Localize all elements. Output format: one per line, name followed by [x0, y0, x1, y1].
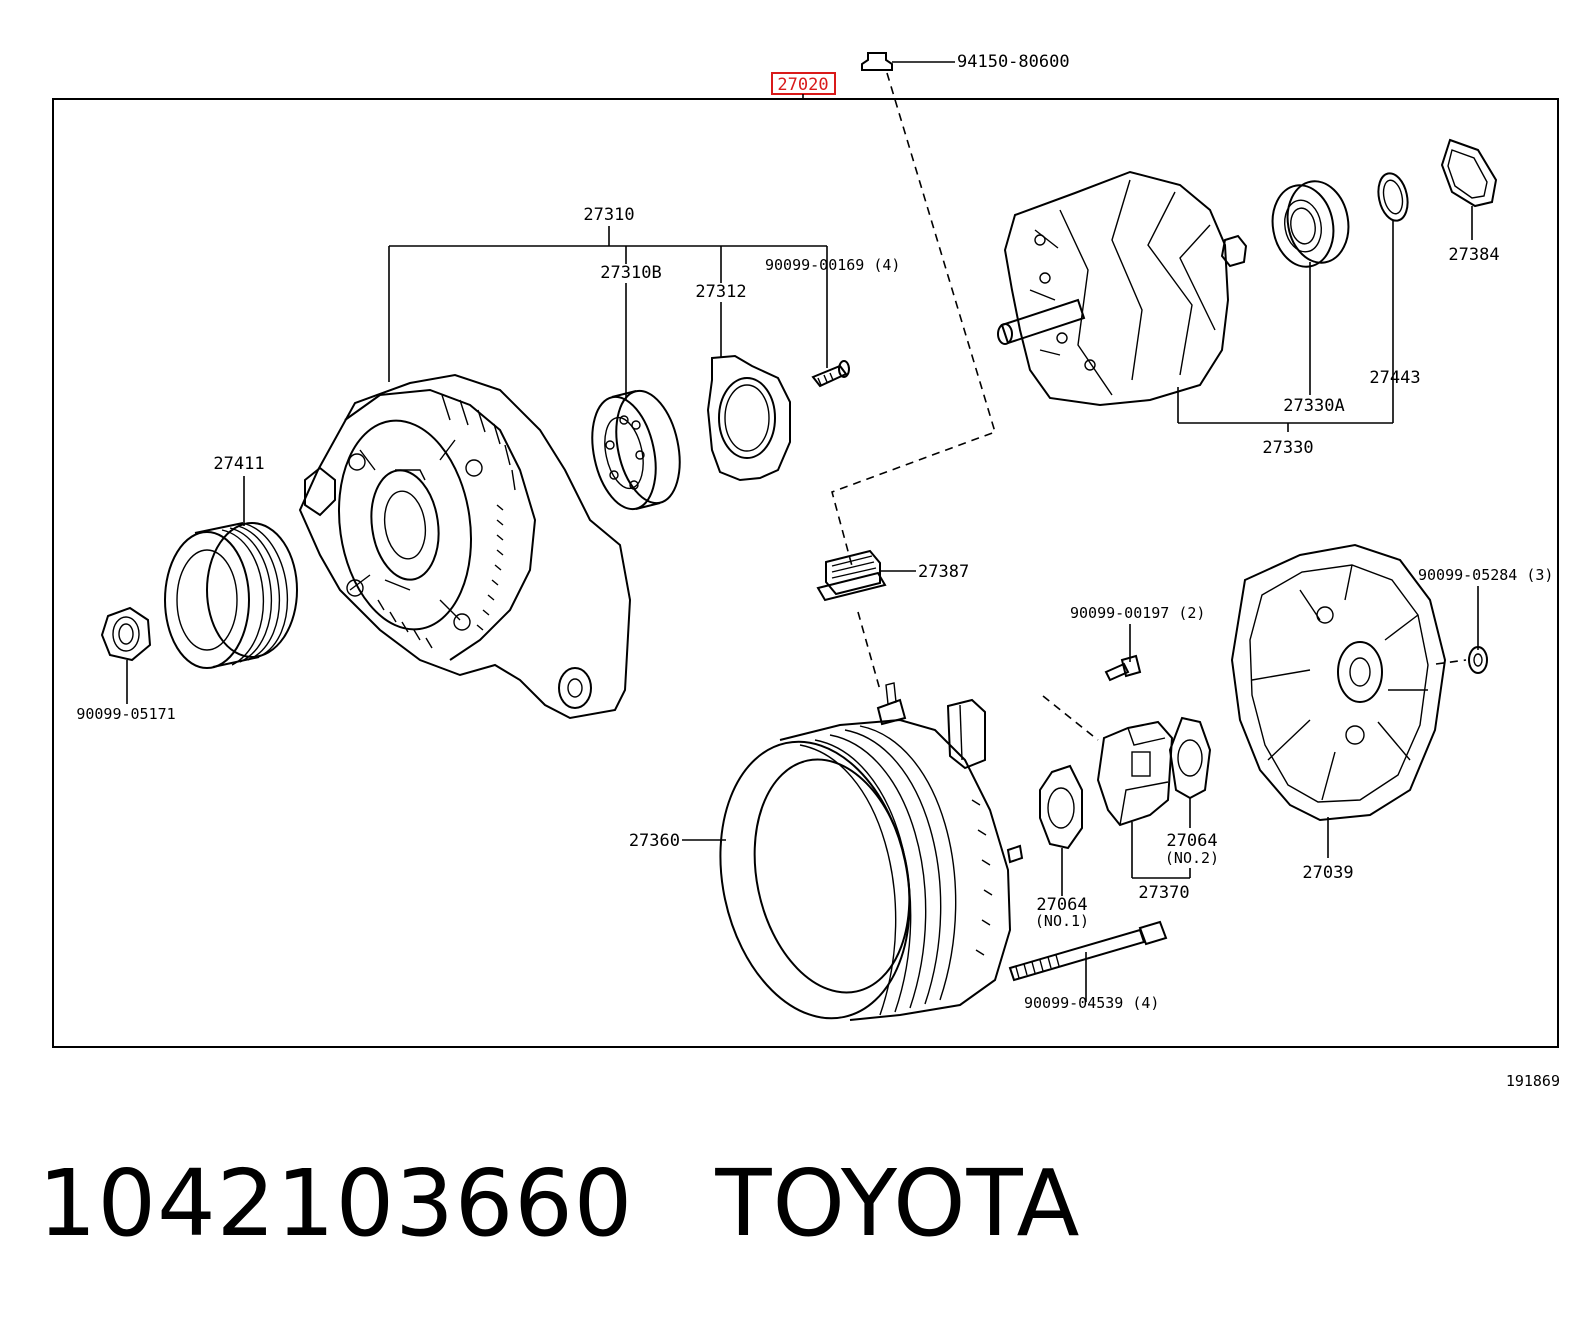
through-bolt-90099-04539: 90099-04539 (4): [1008, 920, 1168, 1012]
catalog-code: 191869: [1506, 1072, 1560, 1090]
label-90099-05171: 90099-05171: [76, 705, 175, 723]
label-90099-05284: 90099-05284 (3): [1418, 566, 1553, 584]
bracket-27310: 27310: [388, 205, 828, 382]
label-27384: 27384: [1448, 245, 1499, 265]
stator-housing-27360: 27360: [629, 682, 1024, 1021]
label-90099-00169: 90099-00169 (4): [765, 256, 900, 274]
label-27330a: 27330A: [1283, 396, 1344, 416]
label-27064-no1-note: (NO.1): [1035, 912, 1089, 930]
label-27310: 27310: [583, 205, 634, 225]
label-27064-no2-note: (NO.2): [1165, 849, 1219, 867]
footer-part-number: 1042103660: [38, 1150, 634, 1257]
cover-27384: 27384: [1440, 138, 1500, 265]
label-27360: 27360: [629, 831, 680, 851]
rear-cover-27039: 27039: [1230, 543, 1447, 883]
insulator-27387: 27387: [816, 549, 969, 602]
gasket-27064-no1: 27064 (NO.1): [1035, 764, 1089, 930]
nut-90099-05171: 90099-05171: [76, 606, 176, 723]
nut-94150: 94150-80600: [861, 52, 1070, 72]
drive-end-frame-27310: [298, 373, 632, 720]
label-27411: 27411: [213, 454, 264, 474]
bearing-27330a: 27330A: [1271, 180, 1350, 416]
pulley-27411: 27411: [164, 454, 298, 669]
main-assembly-callout[interactable]: 27020: [771, 72, 836, 99]
label-27330: 27330: [1262, 438, 1313, 458]
label-27310b: 27310B: [600, 263, 661, 283]
gasket-27064-no2: 27064 (NO.2): [1165, 716, 1219, 867]
assembly-frame: [52, 98, 1559, 1048]
label-27064-no1: 27064: [1036, 895, 1087, 915]
label-27443: 27443: [1369, 368, 1420, 388]
label-27387: 27387: [918, 562, 969, 582]
nut-90099-05284: 90099-05284 (3): [1418, 566, 1553, 674]
screw-90099-00169: 90099-00169 (4): [765, 256, 900, 388]
footer-brand: TOYOTA: [715, 1150, 1081, 1257]
rotor-27330: [997, 170, 1248, 407]
label-90099-00197: 90099-00197 (2): [1070, 604, 1205, 622]
footer-caption: 1042103660 TOYOTA: [38, 1150, 1081, 1257]
rotor-bracket: 27330: [1177, 387, 1393, 458]
label-27039: 27039: [1302, 863, 1353, 883]
screw-90099-00197: 90099-00197 (2): [1070, 604, 1205, 682]
label-27064-no2: 27064: [1166, 831, 1217, 851]
label-27312: 27312: [695, 282, 746, 302]
bearing-27310b: 27310B: [591, 263, 681, 511]
main-assembly-label: 27020: [777, 75, 828, 95]
label-90099-04539: 90099-04539 (4): [1024, 994, 1159, 1012]
label-94150-80600: 94150-80600: [957, 52, 1070, 72]
brush-holder-27370: 27370: [1096, 720, 1191, 903]
label-27370: 27370: [1138, 883, 1189, 903]
retainer-27312: 27312: [695, 282, 791, 482]
washer-27443: 27443: [1369, 172, 1421, 423]
